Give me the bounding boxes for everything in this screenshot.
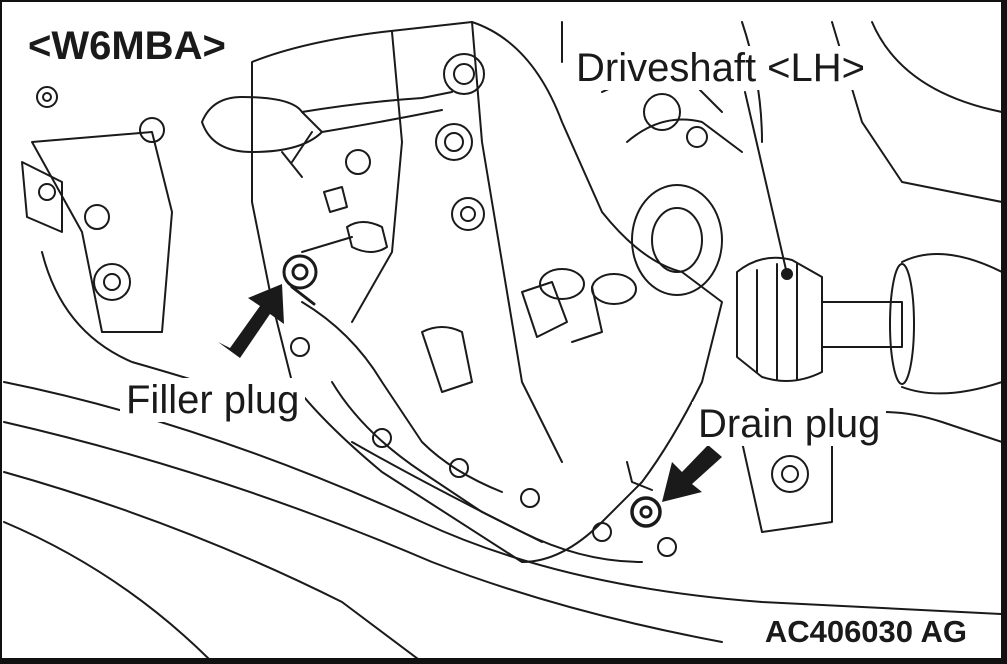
- drain-plug: [630, 496, 662, 528]
- case-boss: [421, 326, 473, 393]
- case-bolt: [520, 488, 540, 508]
- figure-code: AC406030 AG: [760, 614, 971, 649]
- sensor: [346, 221, 388, 253]
- case-bolt: [449, 458, 469, 478]
- case-bolt: [592, 522, 612, 542]
- case-bolt: [372, 428, 392, 448]
- driveshaft-leader: [744, 91, 788, 275]
- underbody-line-2: [3, 421, 723, 643]
- filler-plug-label: Filler plug: [120, 378, 306, 422]
- case-bolt: [290, 337, 310, 357]
- driveshaft-label: Driveshaft <LH>: [570, 46, 872, 90]
- drain-plug-label: Drain plug: [692, 402, 887, 446]
- model-tag: <W6MBA>: [26, 24, 234, 70]
- bracket-bolt: [139, 117, 165, 143]
- filler-plug: [282, 254, 318, 290]
- driveshaft-boot: [736, 256, 823, 382]
- case-seam: [351, 31, 403, 323]
- diff-flange: [631, 184, 723, 296]
- cylinder-1: [539, 268, 585, 300]
- underbody-line-4: [3, 521, 210, 658]
- cylinder-2: [591, 273, 637, 305]
- transaxle-case: [251, 21, 723, 563]
- bracket-hole-2: [84, 204, 110, 230]
- underbody-line-3: [3, 471, 419, 658]
- fitting-2: [435, 123, 473, 161]
- suspension-bolt: [771, 455, 809, 493]
- fitting-1: [443, 53, 485, 95]
- drain-plug-arrow: [662, 445, 722, 502]
- bracket-hole-1: [93, 263, 131, 301]
- driveshaft: [821, 301, 903, 348]
- case-bolt: [657, 537, 677, 557]
- filler-plug-arrow: [218, 284, 284, 358]
- left-bracket: [31, 131, 173, 333]
- cv-joint: [889, 263, 915, 385]
- fitting-3: [451, 197, 485, 231]
